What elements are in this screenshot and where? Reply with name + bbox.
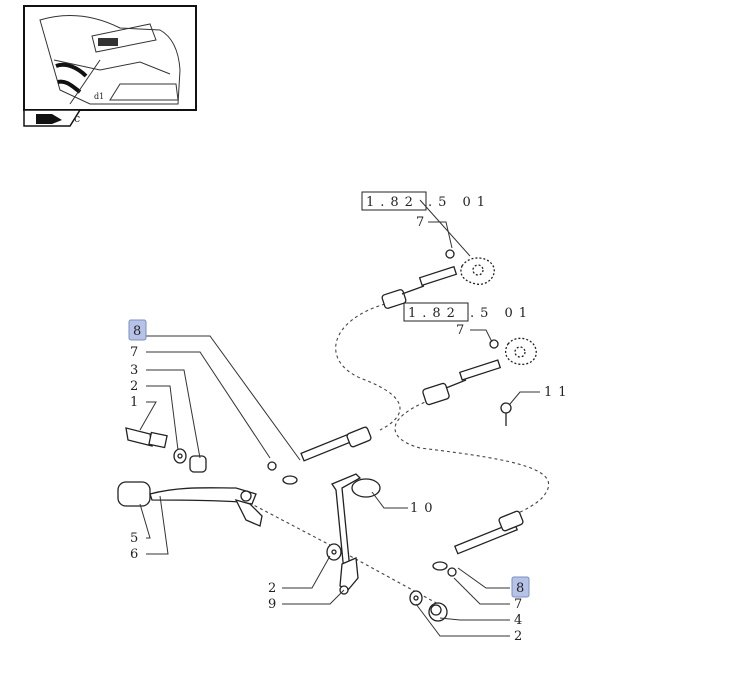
rod-right: [409, 510, 524, 622]
assembly-line-lower: [394, 399, 550, 517]
callout-7-right: 7: [514, 597, 522, 612]
callout-1: 1: [130, 395, 138, 410]
thumbnail-tab: c: [23, 109, 82, 127]
reference-lower-code: 1.82: [408, 306, 461, 321]
central-lever: [326, 473, 381, 595]
callout-7-left: 7: [130, 345, 138, 360]
callout-2-left: 2: [130, 379, 138, 394]
middle-linkage: [422, 337, 537, 426]
lever-assembly: [117, 427, 263, 527]
reference-upper[interactable]: 1.82 .5 01: [361, 191, 491, 211]
callout-2-bottom: 2: [268, 581, 276, 596]
assembly-line-upper: [335, 303, 401, 431]
callout-6: 6: [130, 547, 138, 562]
callout-9: 9: [268, 597, 276, 612]
leader-lines: [139, 221, 540, 637]
callout-8-right: 8: [516, 581, 524, 596]
rod-left: [267, 426, 372, 485]
thumbnail-corner-label: c: [74, 112, 80, 125]
callout-7-mid: 7: [456, 323, 464, 338]
reference-lower[interactable]: 1.82 .5 01: [403, 302, 533, 322]
callout-5: 5: [130, 531, 138, 546]
reference-lower-suffix: .5 01: [470, 306, 533, 321]
reference-upper-suffix: .5 01: [428, 195, 491, 210]
locator-thumbnail[interactable]: d1: [23, 5, 197, 111]
reference-upper-code: 1.82: [366, 195, 419, 210]
callout-11: 11: [544, 385, 573, 400]
callout-8-right-badge[interactable]: 8: [511, 576, 530, 598]
callout-8-left: 8: [133, 324, 141, 339]
thumbnail-sub-label: d1: [94, 92, 104, 101]
arrow-icon: [36, 114, 62, 124]
callout-3: 3: [130, 363, 138, 378]
callout-4: 4: [514, 613, 522, 628]
callout-7-upper: 7: [416, 215, 424, 230]
callout-8-left-badge[interactable]: 8: [128, 319, 147, 341]
callout-10: 10: [410, 501, 439, 516]
upper-linkage: [381, 199, 495, 309]
callout-2-right: 2: [514, 629, 522, 644]
